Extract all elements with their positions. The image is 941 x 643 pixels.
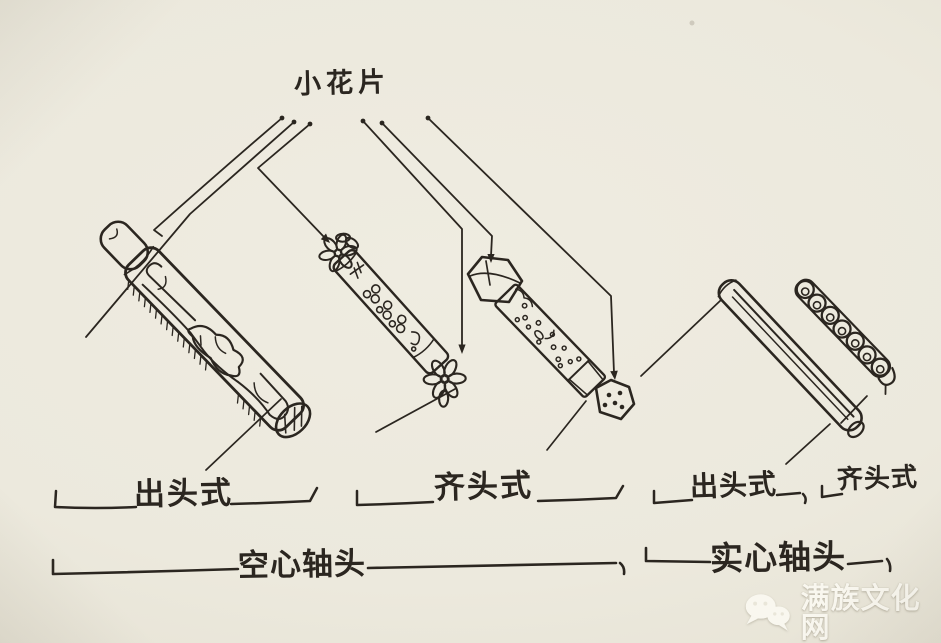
- paper-speck: [689, 20, 695, 26]
- bracket-reference-lines: [205, 299, 868, 471]
- style-label-solid-protruding: 出头式: [689, 467, 778, 504]
- group-label-solid-axle-head: 实心轴头: [709, 536, 847, 579]
- hollow-flush-hex-axle-drawing: [466, 255, 636, 421]
- reference-line: [546, 400, 587, 451]
- bead-row: [795, 279, 890, 377]
- group-label-hollow-axle-head: 空心轴头: [237, 545, 367, 585]
- watermark: 满族文化网: [742, 584, 941, 642]
- group-brackets: [51, 546, 892, 576]
- bracket-solid-flush: [820, 484, 844, 499]
- bracket-hollow-protruding: [53, 486, 319, 510]
- reference-line: [375, 388, 456, 433]
- bracket-hollow-axle-head: [51, 558, 626, 576]
- solid-flush-beaded-axle-drawing: [794, 278, 896, 396]
- solid-protruding-axle-drawing: [717, 279, 865, 439]
- watermark-text: 满族文化网: [800, 581, 921, 643]
- leader-start-dots: [279, 115, 431, 127]
- wechat-icon: [745, 594, 790, 631]
- hollow-protruding-axle-drawing: [99, 220, 312, 439]
- reference-line: [205, 398, 282, 471]
- hex-face-dots: [602, 390, 625, 410]
- reference-line: [840, 395, 868, 424]
- edge-hatching: [127, 280, 262, 427]
- bracket-solid-axle-head: [644, 546, 892, 573]
- reference-line: [785, 423, 831, 465]
- leader-line: [257, 123, 326, 239]
- callout-leader-lines: [85, 115, 618, 380]
- leader-arrowhead: [610, 370, 618, 380]
- bracket-hollow-flush: [355, 484, 625, 507]
- style-label-hollow-protruding: 出头式: [133, 475, 234, 513]
- flower-piece-bottom: [422, 359, 467, 408]
- reference-line: [640, 299, 722, 377]
- bracket-solid-protruding: [652, 489, 807, 505]
- style-label-hollow-flush: 齐头式: [433, 467, 534, 507]
- dot-carving: [514, 302, 582, 369]
- floral-carving: [349, 261, 421, 352]
- flower-piece-top: [318, 232, 360, 273]
- leader-line: [381, 122, 493, 257]
- leader-arrowhead: [458, 344, 466, 354]
- leader-line: [85, 121, 295, 338]
- style-brackets: [53, 484, 844, 510]
- leader-line: [153, 117, 283, 237]
- leader-line: [362, 120, 463, 348]
- leader-line: [427, 117, 615, 374]
- style-label-solid-flush: 齐头式: [836, 462, 919, 496]
- callout-label-small-flower-piece: 小花片: [293, 66, 391, 101]
- hollow-flush-flower-axle-drawing: [318, 232, 467, 408]
